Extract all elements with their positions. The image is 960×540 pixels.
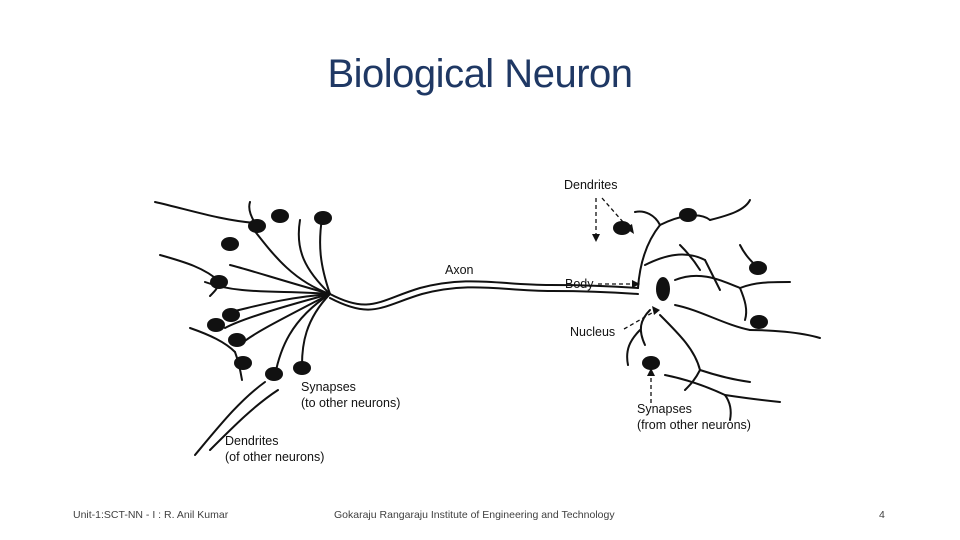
other-dendrite bbox=[194, 381, 266, 456]
arrowhead bbox=[625, 224, 634, 234]
terminal-branch bbox=[239, 293, 331, 346]
synapse-blob bbox=[210, 275, 228, 289]
cell-dendrite bbox=[739, 287, 748, 321]
cell-dendrite bbox=[704, 259, 721, 291]
synapse-blob bbox=[750, 315, 768, 329]
synapse-blob bbox=[248, 219, 266, 233]
terminal-branch bbox=[229, 264, 331, 295]
arrowhead bbox=[632, 280, 640, 288]
cell-dendrite bbox=[699, 369, 751, 383]
arrowhead bbox=[647, 368, 655, 376]
cell-dendrite bbox=[724, 394, 732, 421]
terminal-branch bbox=[297, 219, 331, 295]
neuron-diagram: Dendrites Axon Body Nucleus Synapses (to… bbox=[154, 178, 821, 464]
cell-dendrite bbox=[664, 374, 726, 396]
synapse-blob bbox=[265, 367, 283, 381]
arrow-dendrites-right bbox=[601, 197, 631, 231]
synapse-blob bbox=[679, 208, 697, 222]
terminal-branch bbox=[301, 293, 331, 366]
arrowhead bbox=[652, 306, 660, 315]
cell-dendrite bbox=[724, 394, 781, 403]
synapse-blob bbox=[749, 261, 767, 275]
synapse-blob bbox=[642, 356, 660, 370]
cell-dendrite bbox=[644, 253, 706, 266]
other-dendrite bbox=[189, 327, 236, 353]
cell-dendrite bbox=[626, 329, 641, 366]
label-axon: Axon bbox=[445, 263, 474, 277]
axon-line bbox=[329, 280, 639, 306]
synapse-blob bbox=[222, 308, 240, 322]
cell-dendrite bbox=[639, 309, 651, 346]
terminal-branch bbox=[229, 293, 331, 313]
synapse-blob bbox=[314, 211, 332, 225]
cell-dendrite bbox=[674, 304, 751, 331]
cell-dendrite bbox=[739, 281, 791, 289]
footer-author: Unit-1:SCT-NN - I : R. Anil Kumar bbox=[73, 509, 229, 521]
label-dendrites-other: Dendrites bbox=[225, 434, 279, 448]
label-dendrites-other-sub: (of other neurons) bbox=[225, 450, 324, 464]
label-synapses-from-sub: (from other neurons) bbox=[637, 418, 751, 432]
arrowhead bbox=[592, 234, 600, 242]
cell-dendrite bbox=[659, 314, 701, 371]
synapse-blob bbox=[207, 318, 225, 332]
cell-dendrite bbox=[749, 329, 821, 339]
cell-dendrite bbox=[634, 210, 661, 226]
label-synapses-to: Synapses bbox=[301, 380, 356, 394]
label-synapses-from: Synapses bbox=[637, 402, 692, 416]
other-dendrite bbox=[154, 201, 256, 224]
other-dendrite bbox=[159, 254, 221, 283]
nucleus bbox=[656, 277, 670, 301]
synapse-blob bbox=[271, 209, 289, 223]
terminal-branch bbox=[224, 293, 331, 329]
synapse-blob bbox=[613, 221, 631, 235]
synapse-blob bbox=[293, 361, 311, 375]
cell-dendrite bbox=[709, 199, 751, 221]
cell-dendrite bbox=[679, 244, 701, 271]
other-dendrite bbox=[209, 389, 279, 451]
cell-dendrite bbox=[674, 274, 741, 289]
terminal-branch bbox=[274, 293, 331, 376]
label-dendrites-top: Dendrites bbox=[564, 178, 618, 192]
label-nucleus: Nucleus bbox=[570, 325, 615, 339]
label-synapses-to-sub: (to other neurons) bbox=[301, 396, 400, 410]
page-number: 4 bbox=[879, 509, 885, 521]
slide-title: Biological Neuron bbox=[327, 52, 633, 96]
cell-dendrite bbox=[637, 224, 661, 289]
synapse-blob bbox=[228, 333, 246, 347]
arrow-nucleus bbox=[623, 309, 658, 330]
synapse-blob bbox=[221, 237, 239, 251]
synapse-blob bbox=[234, 356, 252, 370]
terminal-branch bbox=[249, 224, 331, 295]
terminal-branch bbox=[319, 217, 331, 295]
footer-institute: Gokaraju Rangaraju Institute of Engineer… bbox=[334, 509, 615, 521]
label-body: Body bbox=[565, 277, 594, 291]
axon-line bbox=[329, 286, 639, 311]
